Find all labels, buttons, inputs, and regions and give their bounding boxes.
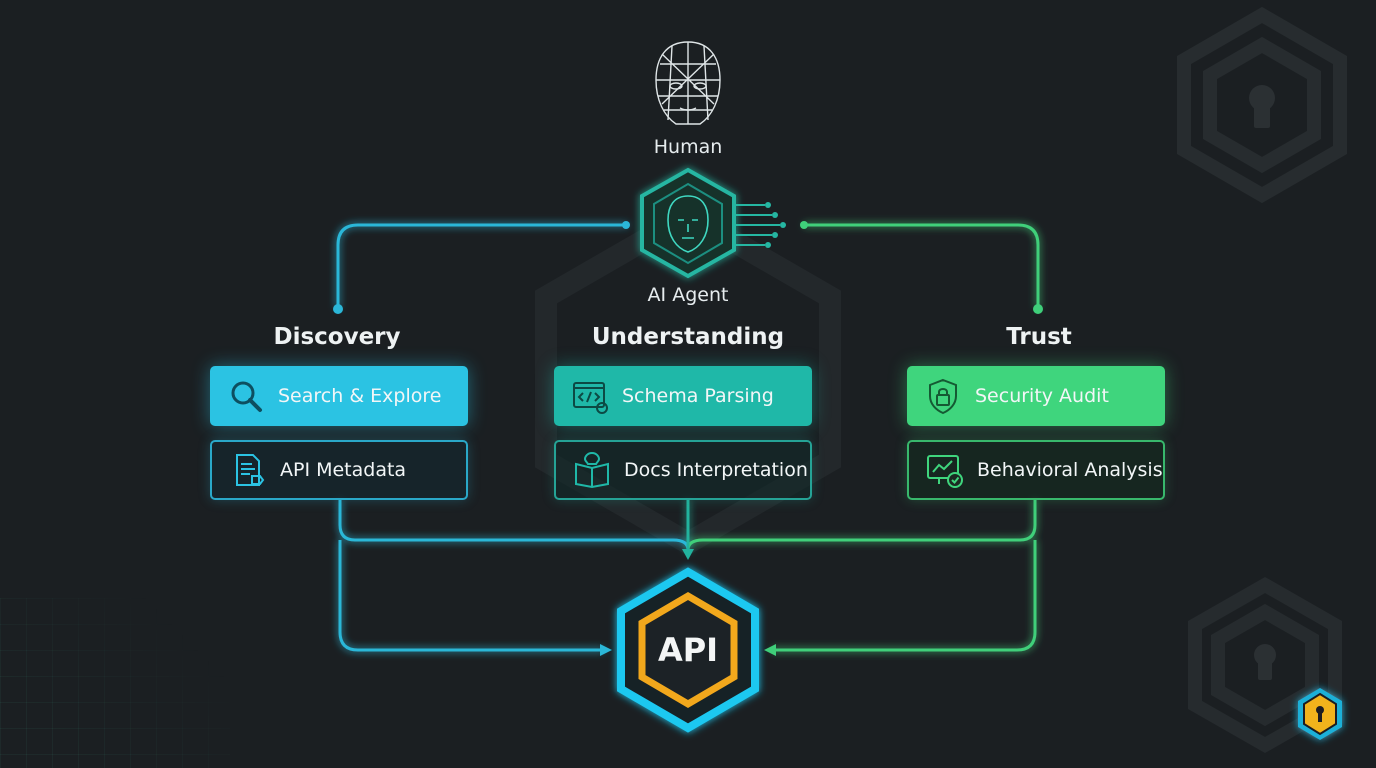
card-label: Behavioral Analysis (977, 459, 1163, 481)
background-lock-hexagon-top (1177, 6, 1347, 204)
card-schema-parsing[interactable]: Schema Parsing (554, 366, 812, 426)
background-grid (0, 598, 230, 768)
book-lightbulb-icon (575, 451, 609, 489)
card-label: Docs Interpretation (624, 459, 808, 481)
human-head-icon (655, 41, 721, 125)
arrow-head (764, 644, 776, 656)
lock-logo-icon (1298, 688, 1342, 740)
connector-dot (1033, 304, 1043, 314)
shield-lock-icon (929, 378, 957, 415)
document-tag-icon (236, 454, 265, 486)
connector-agent-trust (804, 223, 1040, 308)
code-window-icon (573, 382, 608, 414)
arrow-head (600, 644, 612, 656)
card-docs-interpretation[interactable]: Docs Interpretation (554, 440, 812, 500)
column-title-discovery: Discovery (273, 324, 401, 350)
search-icon (231, 381, 262, 412)
ai-agent-label: AI Agent (647, 284, 729, 306)
card-label: Schema Parsing (622, 385, 774, 407)
circuit-traces-icon (734, 204, 780, 246)
card-label: Security Audit (975, 385, 1109, 407)
lock-icon-faint-top (1249, 85, 1275, 128)
background-lock-hexagon-bottom (1188, 576, 1342, 754)
arrow-head (682, 549, 694, 560)
card-label: API Metadata (280, 459, 407, 481)
connector-dot (333, 304, 343, 314)
connector-columns-to-api (338, 500, 1037, 652)
card-search-explore[interactable]: Search & Explore (210, 366, 468, 426)
connector-dot (622, 221, 630, 229)
monitor-chart-icon (927, 455, 963, 488)
card-behavioral-analysis[interactable]: Behavioral Analysis (907, 440, 1165, 500)
card-label: Search & Explore (278, 385, 442, 407)
lock-icon-faint-bottom (1254, 644, 1276, 680)
api-label: API (657, 631, 719, 669)
human-label: Human (653, 136, 723, 158)
card-api-metadata[interactable]: API Metadata (210, 440, 468, 500)
column-title-understanding: Understanding (591, 324, 785, 350)
card-security-audit[interactable]: Security Audit (907, 366, 1165, 426)
api-hexagon (617, 567, 759, 733)
connector-agent-discovery (336, 223, 628, 308)
connector-dot (800, 221, 808, 229)
column-title-trust: Trust (1006, 324, 1072, 350)
ai-agent-icon (640, 167, 736, 279)
